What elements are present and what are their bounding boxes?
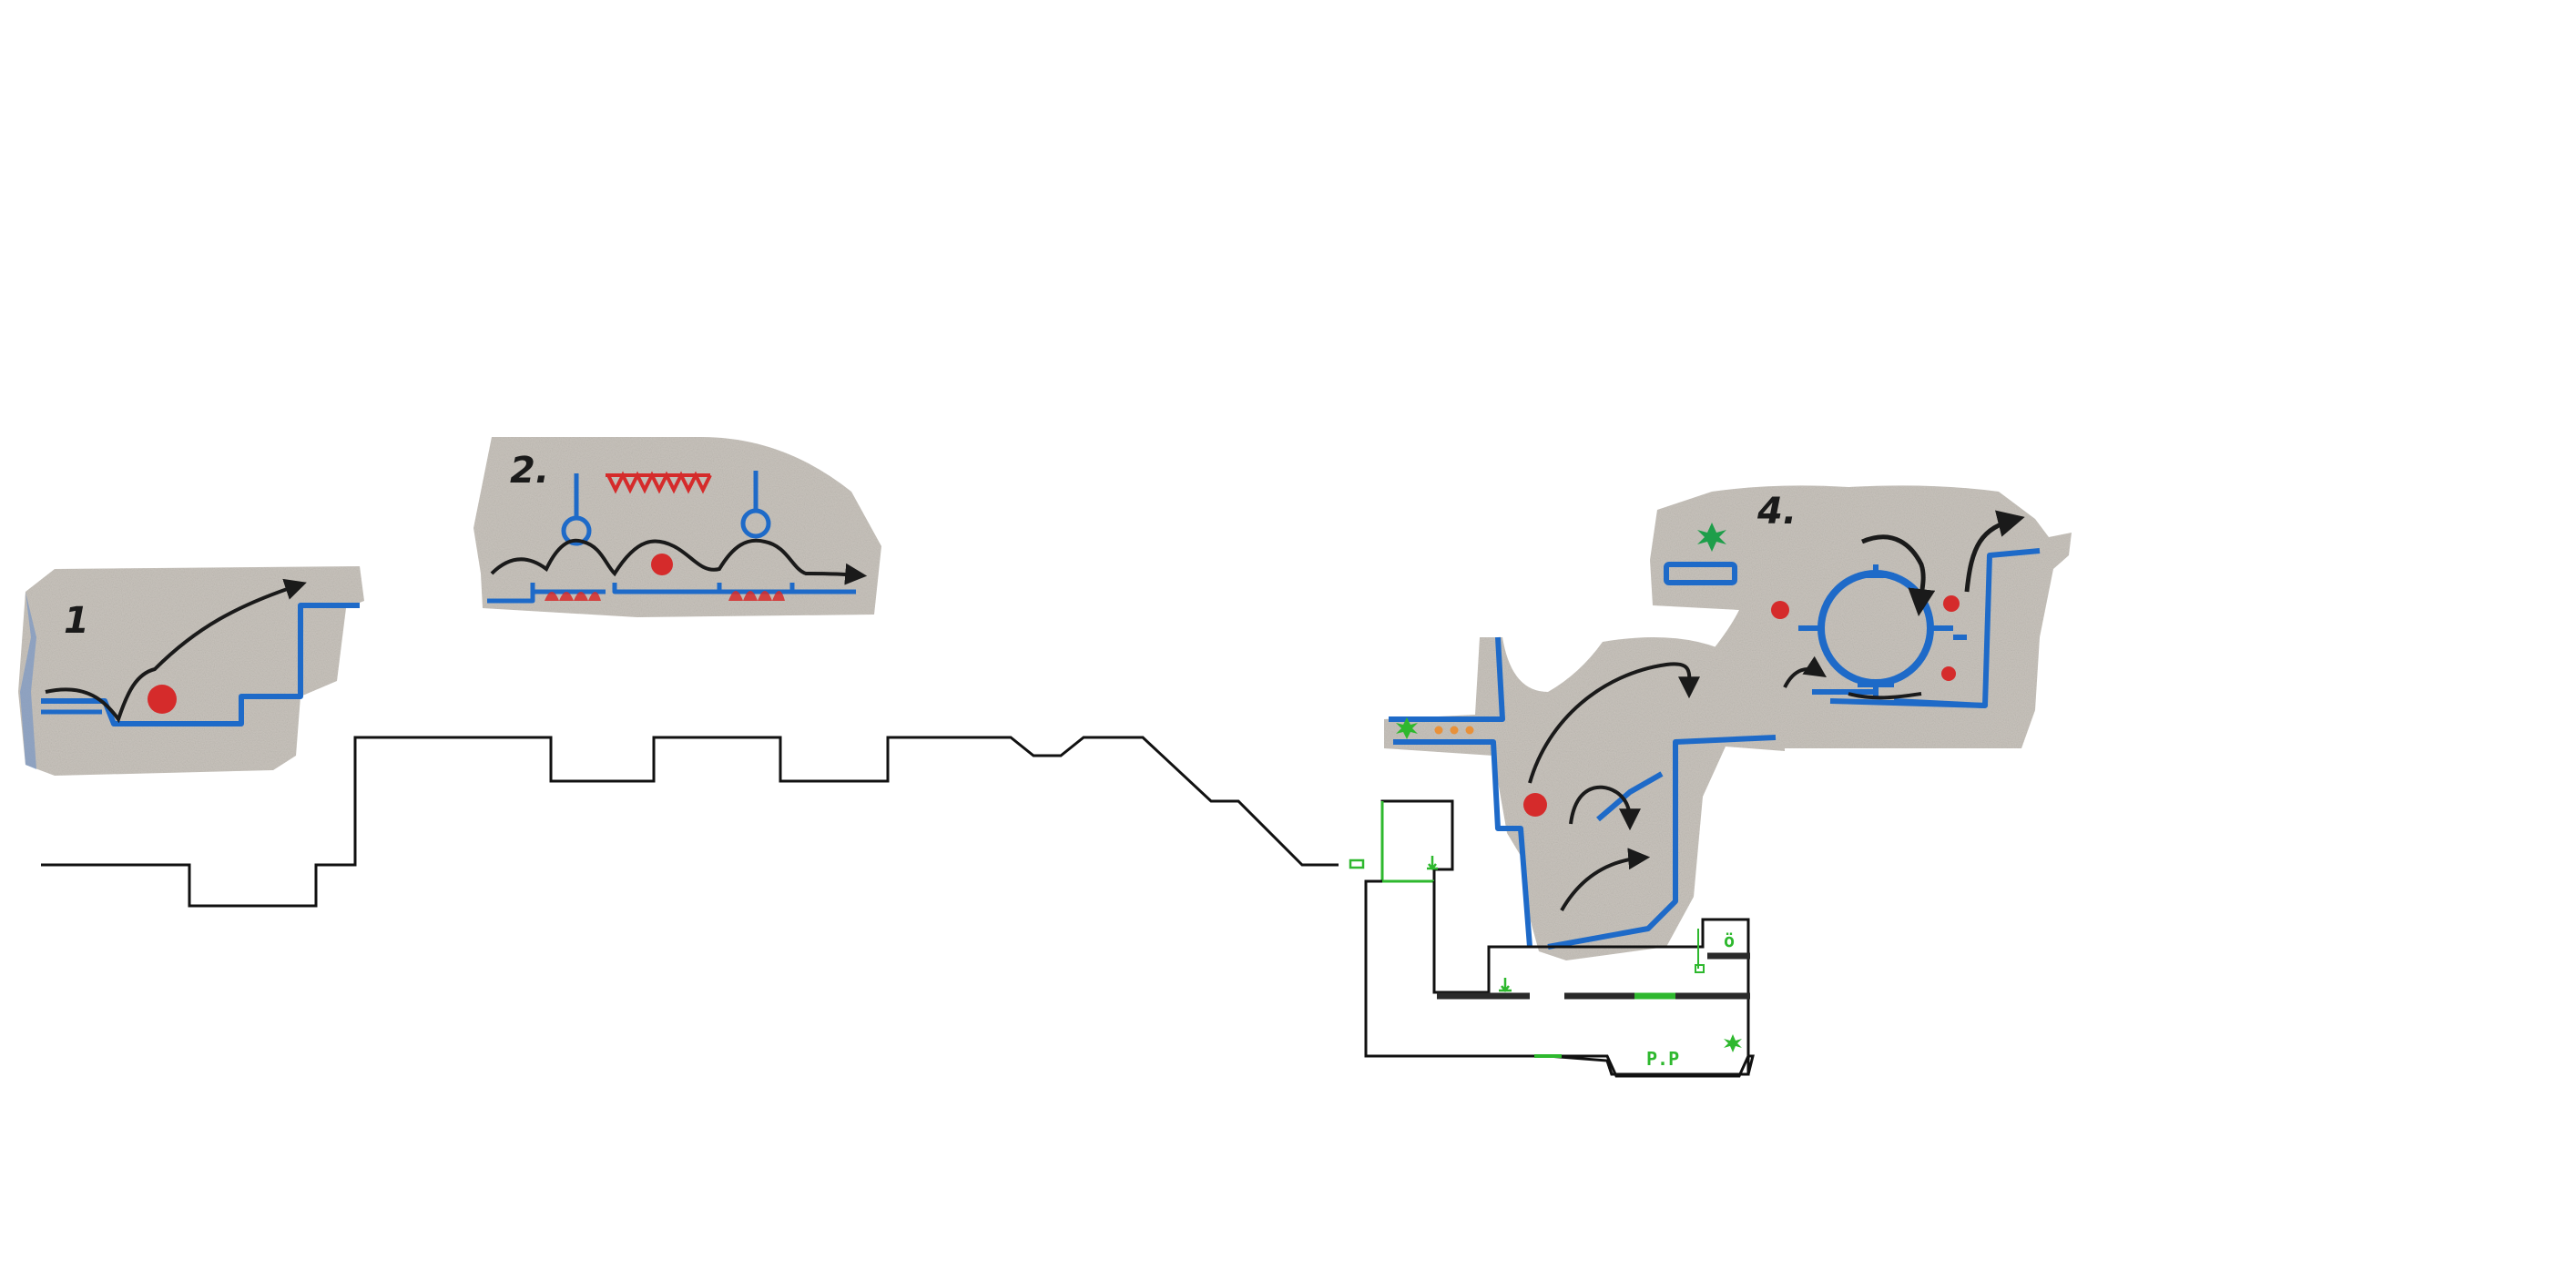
level-spawn-icon [1724, 1034, 1742, 1052]
level-pp-label: P.P [1646, 1048, 1679, 1070]
sketch-1: 1 [18, 566, 364, 776]
sketch-3-coin-3 [1466, 726, 1474, 735]
sketch-4-enemy-3 [1941, 666, 1956, 681]
sketch-2-enemy [651, 554, 673, 575]
sketch-3-paper [1384, 637, 1785, 960]
level-tower-green [1382, 801, 1434, 881]
sketch-3-enemy [1523, 793, 1547, 817]
sketch-4-enemy-2 [1943, 595, 1960, 612]
sketch-4-enemy-1 [1771, 601, 1789, 619]
sketch-3 [1384, 637, 1785, 960]
sketch-1-enemy [148, 685, 177, 714]
level-drop-arrow-icon-1 [1427, 856, 1438, 869]
sketch-3-coin-1 [1435, 726, 1443, 735]
level-drop-arrow-icon-2 [1499, 978, 1512, 991]
sketch-2-number: 2. [510, 450, 549, 492]
sketch-1-paper [18, 566, 364, 776]
level-o-label: ö [1724, 930, 1735, 951]
sketch-4-number: 4. [1756, 491, 1797, 533]
sketch-2: 2. [473, 437, 881, 617]
sketch-3-coin-2 [1451, 726, 1459, 735]
sketch-1-number: 1 [64, 600, 89, 642]
level-tower [1382, 801, 1452, 888]
level-building-roof [1607, 1056, 1753, 1074]
level-checkpoint-icon-1 [1350, 860, 1363, 868]
